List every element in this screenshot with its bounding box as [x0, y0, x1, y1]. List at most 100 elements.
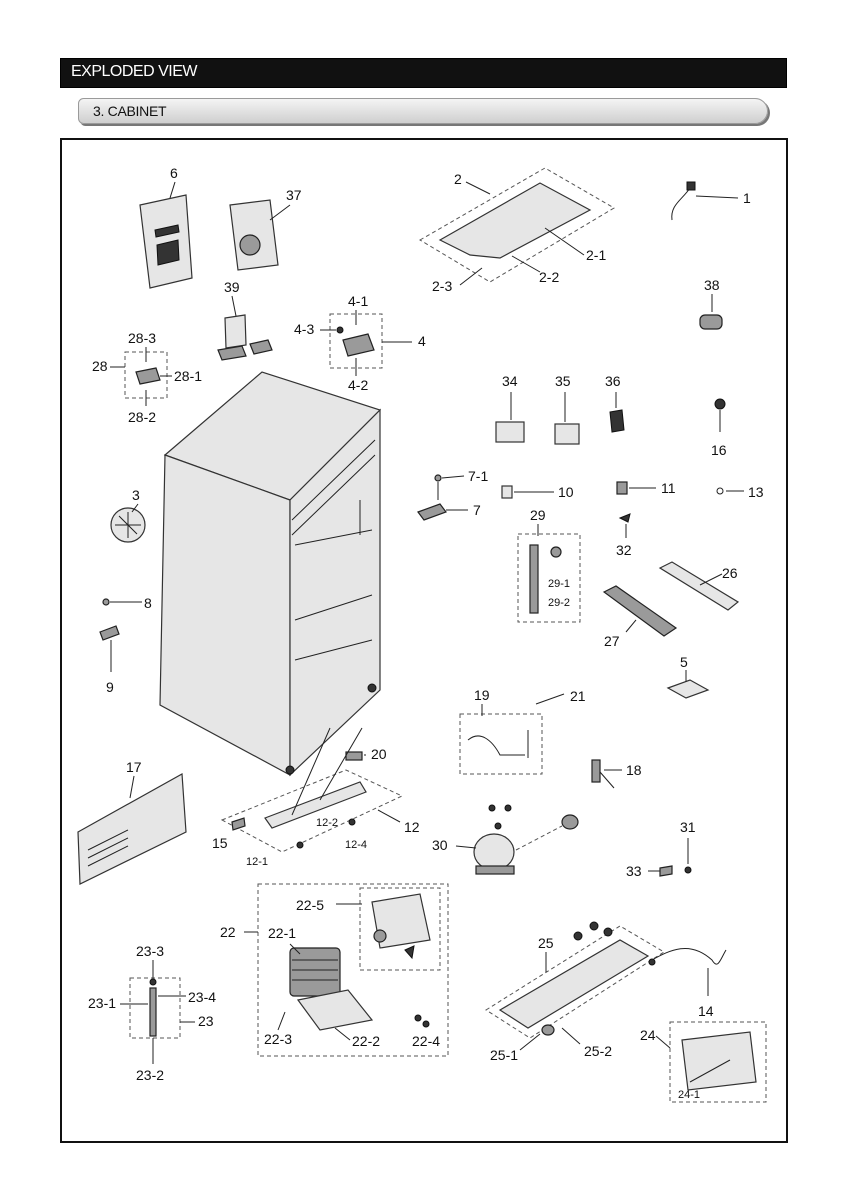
part-7: 7-1 7	[417, 468, 488, 521]
label-22-3: 22-3	[264, 1031, 292, 1047]
label-19: 19	[474, 687, 490, 703]
parts-10-11-13: 10 11 13	[501, 480, 764, 500]
label-29: 29	[530, 507, 546, 523]
cabinet-body	[159, 371, 382, 777]
part-25-base: 25 25-1 25-2	[485, 921, 665, 1063]
label-12: 12	[404, 819, 420, 835]
section-title: 3. CABINET	[93, 103, 167, 119]
header-title: EXPLODED VIEW	[71, 63, 197, 80]
label-28: 28	[92, 358, 108, 374]
part-28-hinge: 28-3 28 28-1 28-2	[92, 330, 202, 425]
label-7-1: 7-1	[468, 468, 488, 484]
label-4-2: 4-2	[348, 377, 368, 393]
label-25: 25	[538, 935, 554, 951]
label-28-2: 28-2	[128, 409, 156, 425]
label-23: 23	[198, 1013, 214, 1029]
label-30: 30	[432, 837, 448, 853]
label-2-3: 2-3	[432, 278, 452, 294]
label-16: 16	[711, 442, 727, 458]
label-26: 26	[722, 565, 738, 581]
label-22: 22	[220, 924, 236, 940]
label-14: 14	[698, 1003, 714, 1019]
part-30-compressor: 30	[432, 804, 579, 875]
label-23-1: 23-1	[88, 995, 116, 1011]
label-22-5: 22-5	[296, 897, 324, 913]
label-21: 21	[570, 688, 586, 704]
part-24-cover: 24 24-1	[640, 1021, 767, 1103]
label-25-2: 25-2	[584, 1043, 612, 1059]
part-2-hinge-plate: 2 2-1 2-2 2-3	[419, 167, 615, 294]
label-27: 27	[604, 633, 620, 649]
label-3: 3	[132, 487, 140, 503]
label-33: 33	[626, 863, 642, 879]
label-5: 5	[680, 654, 688, 670]
part-17-grille: 17	[77, 759, 187, 885]
parts-19-21: 19 21	[459, 687, 586, 775]
parts-34-35-36: 34 35 36	[495, 373, 625, 445]
part-14-cable: 14	[648, 947, 727, 1019]
label-29-2: 29-2	[548, 597, 570, 609]
label-35: 35	[555, 373, 571, 389]
label-28-1: 28-1	[174, 368, 202, 384]
label-12-1: 12-1	[246, 856, 268, 868]
exploded-view-header: EXPLODED VIEW	[60, 58, 787, 88]
label-11: 11	[661, 480, 676, 496]
label-4: 4	[418, 333, 426, 349]
part-37-bracket: 37	[229, 187, 302, 271]
part-4-hinge: 4-1 4-3 4 4-2	[294, 293, 426, 393]
label-23-4: 23-4	[188, 989, 216, 1005]
label-4-1: 4-1	[348, 293, 368, 309]
label-13: 13	[748, 484, 764, 500]
section-tab: 3. CABINET	[78, 98, 768, 124]
label-22-2: 22-2	[352, 1033, 380, 1049]
parts-26-27-rails: 26 27	[602, 561, 740, 649]
label-20: 20	[371, 746, 387, 762]
part-22-evaporator: 22-5 22-1 22 22-3 22-2 22-4	[220, 883, 449, 1057]
label-29-1: 29-1	[548, 578, 570, 590]
label-38: 38	[704, 277, 720, 293]
label-32: 32	[616, 542, 632, 558]
label-1: 1	[743, 190, 751, 206]
label-9: 9	[106, 679, 114, 695]
label-2-2: 2-2	[539, 269, 559, 285]
label-34: 34	[502, 373, 518, 389]
label-7: 7	[473, 502, 481, 518]
label-22-1: 22-1	[268, 925, 296, 941]
parts-31-33: 31 33	[626, 819, 696, 879]
part-16: 16	[711, 398, 727, 458]
label-22-4: 22-4	[412, 1033, 440, 1049]
label-2-1: 2-1	[586, 247, 606, 263]
label-24: 24	[640, 1027, 656, 1043]
part-8-9: 8 9	[99, 595, 152, 695]
label-8: 8	[144, 595, 152, 611]
part-1-wire: 1	[671, 181, 751, 221]
label-37: 37	[286, 187, 302, 203]
label-28-3: 28-3	[128, 330, 156, 346]
label-31: 31	[680, 819, 696, 835]
label-39: 39	[224, 279, 240, 295]
label-6: 6	[170, 165, 178, 181]
label-36: 36	[605, 373, 621, 389]
part-38: 38	[699, 277, 723, 330]
label-17: 17	[126, 759, 142, 775]
label-12-4: 12-4	[345, 839, 367, 851]
part-23-tube: 23-3 23-1 23-4 23 23-2	[88, 943, 216, 1083]
part-32: 32	[616, 513, 632, 558]
diagram-frame	[60, 138, 788, 1143]
part-5: 5	[666, 654, 710, 699]
label-15: 15	[212, 835, 228, 851]
label-25-1: 25-1	[490, 1047, 518, 1063]
label-2: 2	[454, 171, 462, 187]
part-3-fan: 3	[110, 487, 146, 543]
part-18: 18	[591, 759, 642, 789]
label-4-3: 4-3	[294, 321, 314, 337]
part-39: 39	[217, 279, 273, 361]
label-23-2: 23-2	[136, 1067, 164, 1083]
label-10: 10	[558, 484, 574, 500]
label-12-2: 12-2	[316, 817, 338, 829]
part-20: 20	[345, 746, 387, 762]
label-18: 18	[626, 762, 642, 778]
part-6-panel: 6	[139, 165, 193, 289]
label-23-3: 23-3	[136, 943, 164, 959]
